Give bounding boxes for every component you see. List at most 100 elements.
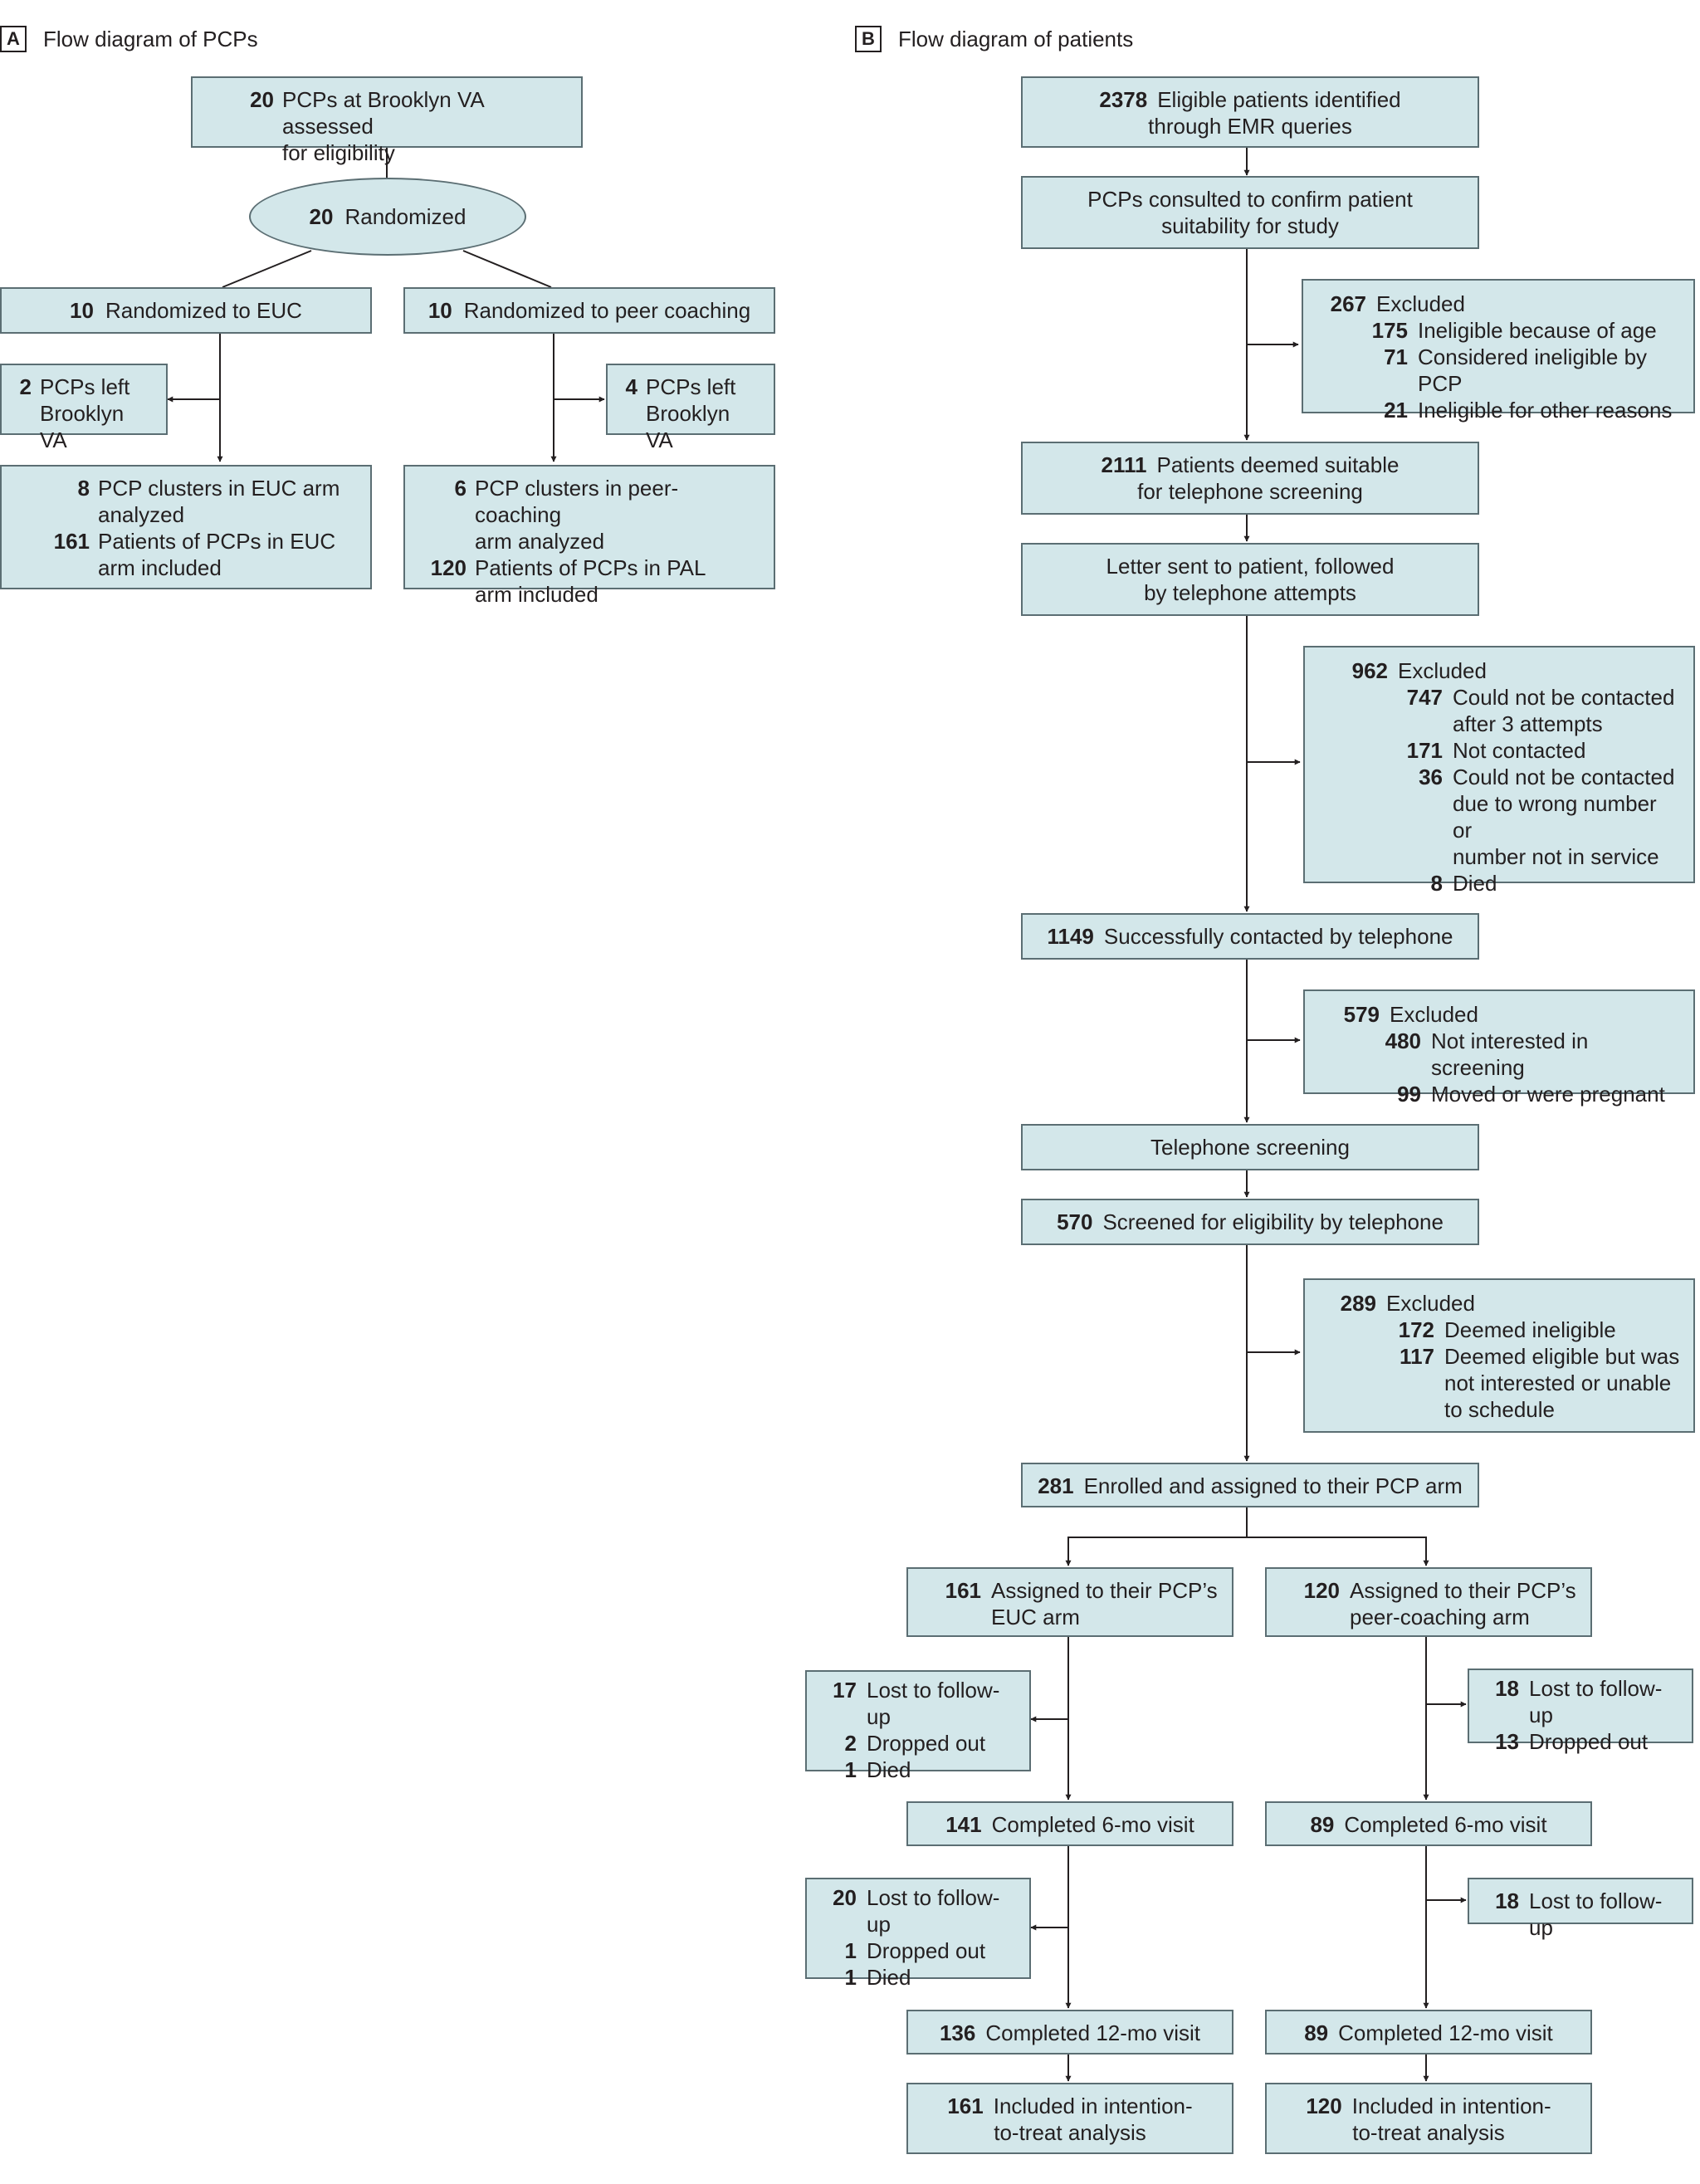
box-b-peer-12mo-num: 89 <box>1304 2020 1329 2045</box>
box-b-excluded4-label: Excluded <box>1386 1291 1475 1316</box>
box-b-peer-itt-line2: to-treat analysis <box>1352 2120 1505 2145</box>
box-a-peer-left-num: 4 <box>625 374 638 399</box>
box-b-excluded4-item1-line1: not interested or unable <box>1444 1370 1672 1395</box>
box-b-excluded2-item3-line0: Died <box>1453 871 1497 896</box>
box-b-consulted: PCPs consulted to confirm patient suitab… <box>1021 176 1479 249</box>
box-b-peer-loss12-0-text: Lost to follow-up <box>1529 1888 1663 1940</box>
line-a-randomized-euc <box>222 250 312 288</box>
box-b-excluded2-item2-line2: number not in service <box>1453 844 1659 869</box>
box-b-excluded1-item2-text: Ineligible for other reasons <box>1418 398 1673 423</box>
box-b-excluded1-num: 267 <box>1330 291 1366 316</box>
box-b-excluded2-item2-num: 36 <box>1419 765 1443 789</box>
box-a-peer-left-line1: PCPs left <box>646 374 736 399</box>
box-a-peer-left: 4 PCPs left Brooklyn VA <box>606 364 775 452</box>
box-b-excluded1-item1-num: 71 <box>1384 344 1408 369</box>
box-a-euc-analyzed-0-line1: PCP clusters in EUC arm <box>98 476 340 501</box>
box-b-euc-loss12-2-text: Died <box>867 1965 911 1990</box>
box-b-consulted-line2: suitability for study <box>1161 213 1339 238</box>
box-b-euc-itt-num: 161 <box>947 2094 984 2118</box>
box-b-euc-12mo-label: Completed 12-mo visit <box>985 2020 1201 2045</box>
box-b-peer-loss12: 18 Lost to follow-up <box>1468 1878 1693 1940</box>
box-a-euc-analyzed-0-line2: analyzed <box>98 502 185 527</box>
box-b-euc-assigned-line1: Assigned to their PCP’s <box>991 1578 1218 1603</box>
box-b-excluded2-item2-line1: due to wrong number or <box>1453 791 1657 843</box>
box-b-peer-loss12-0-num: 18 <box>1495 1888 1519 1913</box>
box-a-peer-left-line2: Brooklyn VA <box>646 401 730 452</box>
arrow-b-enrolled-euc <box>1065 1506 1248 1566</box>
box-b-peer-assigned-line1: Assigned to their PCP’s <box>1350 1578 1576 1603</box>
box-b-excluded1-item0-num: 175 <box>1371 318 1408 343</box>
panel-a-header: A Flow diagram of PCPs <box>0 25 258 53</box>
box-a-randomized: 20 Randomized <box>249 178 526 256</box>
box-b-eligible-line1: Eligible patients identified <box>1157 87 1401 112</box>
box-b-excluded1-label: Excluded <box>1376 291 1465 316</box>
box-a-peer-num: 10 <box>427 298 452 323</box>
box-b-excluded1-item0-text: Ineligible because of age <box>1418 318 1657 343</box>
box-b-euc-assigned-num: 161 <box>945 1578 981 1603</box>
box-a-assessed-line2: for eligibility <box>282 140 395 165</box>
box-b-eligible-line2: through EMR queries <box>1148 114 1352 139</box>
box-a-euc-analyzed-0-num: 8 <box>77 476 90 501</box>
panel-b-title: Flow diagram of patients <box>898 27 1134 51</box>
box-b-tel-screening-label: Telephone screening <box>1150 1135 1350 1160</box>
box-b-euc-loss6-1-text: Dropped out <box>867 1731 986 1756</box>
panel-a-letter: A <box>0 26 27 52</box>
box-b-excluded1-item2-num: 21 <box>1384 398 1408 423</box>
box-a-peer-analyzed-0-num: 6 <box>454 476 467 501</box>
box-b-excluded2-item1-line0: Not contacted <box>1453 738 1586 763</box>
box-b-peer-12mo-label: Completed 12-mo visit <box>1338 2020 1553 2045</box>
box-b-excluded1: 267 Excluded 175 Ineligible because of age… <box>1302 279 1695 423</box>
box-b-suitable-line1: Patients deemed suitable <box>1156 452 1400 477</box>
box-b-excluded4-item0-line0: Deemed ineligible <box>1444 1317 1616 1342</box>
box-a-euc-num: 10 <box>70 298 94 323</box>
box-b-suitable-line2: for telephone screening <box>1137 479 1363 504</box>
box-b-euc-loss12-0-text: Lost to follow-up <box>867 1885 1000 1937</box>
box-a-peer-analyzed-1-num: 120 <box>430 555 467 580</box>
box-b-peer-12mo: 89 Completed 12-mo visit <box>1265 2010 1592 2055</box>
box-b-euc-12mo: 136 Completed 12-mo visit <box>906 2010 1233 2055</box>
box-b-enrolled-num: 281 <box>1038 1473 1074 1498</box>
box-b-excluded1-item1-text: Considered ineligible by PCP <box>1418 344 1648 396</box>
box-b-excluded2-item0-num: 747 <box>1406 685 1443 710</box>
box-b-consulted-line1: PCPs consulted to confirm patient <box>1087 187 1413 212</box>
box-b-excluded4-num: 289 <box>1340 1291 1376 1316</box>
box-b-peer-assigned-num: 120 <box>1303 1578 1340 1603</box>
box-b-euc-loss6-2-num: 1 <box>844 1757 857 1782</box>
box-b-tel-screening: Telephone screening <box>1021 1124 1479 1170</box>
box-b-excluded4-item1-line2: to schedule <box>1444 1397 1555 1422</box>
box-a-peer-analyzed-1-line1: Patients of PCPs in PAL <box>475 555 706 580</box>
box-b-euc-12mo-num: 136 <box>939 2020 976 2045</box>
box-b-excluded3-item1-text: Moved or were pregnant <box>1431 1082 1665 1107</box>
box-a-euc-left-num: 2 <box>19 374 32 399</box>
box-b-peer-6mo-label: Completed 6-mo visit <box>1344 1812 1547 1837</box>
box-b-excluded3-item0-num: 480 <box>1385 1028 1421 1053</box>
box-b-excluded3-label: Excluded <box>1390 1002 1478 1027</box>
box-a-randomized-num: 20 <box>309 204 334 229</box>
box-a-euc-left-line2: Brooklyn VA <box>40 401 125 452</box>
box-b-peer-itt: 120 Included in intention- to-treat analy… <box>1265 2083 1592 2154</box>
box-b-excluded3-item1-num: 99 <box>1397 1082 1421 1107</box>
box-a-peer-analyzed-0-line2: arm analyzed <box>475 529 605 554</box>
box-b-euc-loss6-1-num: 2 <box>844 1731 857 1756</box>
box-b-euc-6mo-num: 141 <box>945 1812 982 1837</box>
box-b-euc-assigned: 161 Assigned to their PCP’s EUC arm <box>906 1567 1233 1637</box>
box-a-euc-analyzed-1-line2: arm included <box>98 555 222 580</box>
box-b-euc-assigned-line2: EUC arm <box>991 1605 1080 1629</box>
box-b-eligible-num: 2378 <box>1099 87 1148 112</box>
box-b-peer-itt-num: 120 <box>1306 2094 1342 2118</box>
box-b-suitable-num: 2111 <box>1101 452 1147 477</box>
box-b-peer-6mo-num: 89 <box>1310 1812 1335 1837</box>
box-b-peer-itt-line1: Included in intention- <box>1351 2094 1551 2118</box>
